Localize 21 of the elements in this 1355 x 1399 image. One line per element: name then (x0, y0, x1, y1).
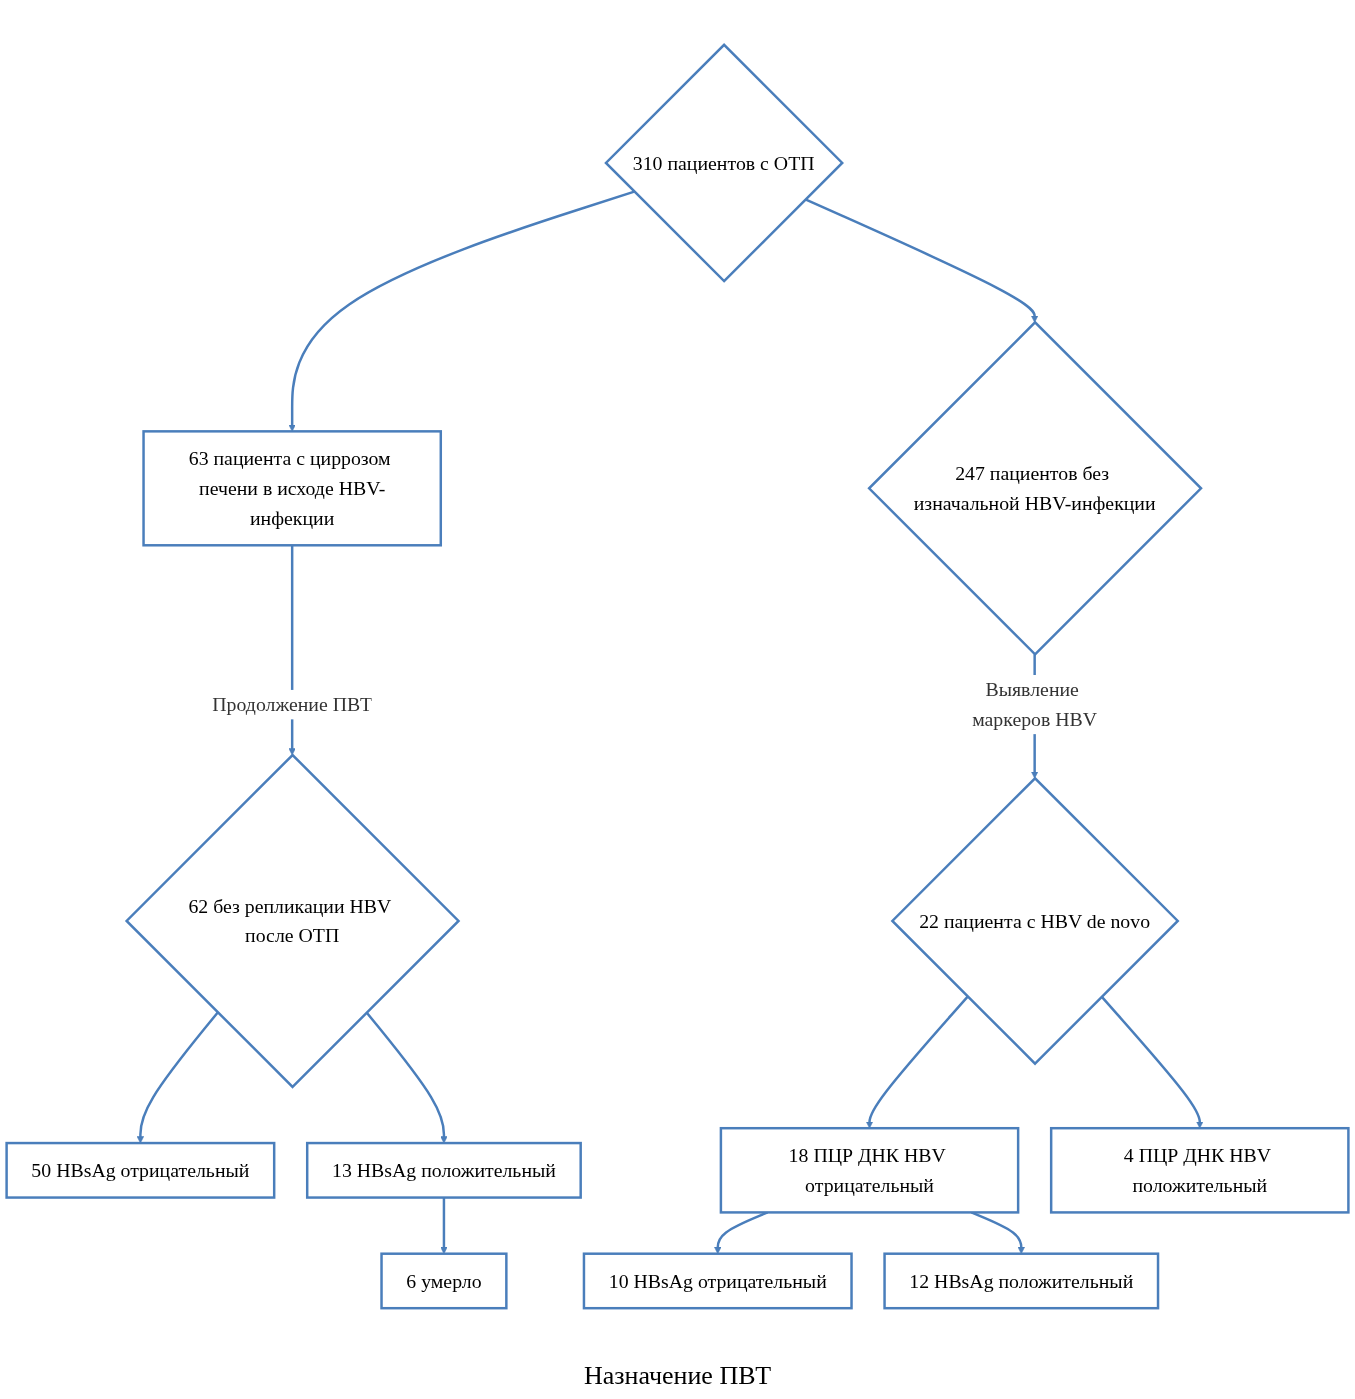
note-text: Назначение ПВТ (583, 1361, 772, 1391)
node-box: 12 HBsAg положительный (883, 1252, 1160, 1310)
arrow (288, 190, 635, 432)
arrow (136, 1011, 219, 1144)
arrow (804, 198, 1039, 323)
node-box: 13 HBsAg положительный (305, 1141, 582, 1199)
node-diamond: 247 пациентов без изначальной HBV-инфекции (867, 320, 1203, 657)
node-box: 18 ПЦР ДНК HBV отрицательный (719, 1126, 1020, 1214)
arrow (1100, 995, 1204, 1129)
node-box: 63 пациента с циррозом печени в исходе HBV-инфекции (142, 430, 442, 547)
node-box: 6 умерло (380, 1252, 508, 1310)
node-diamond: 310 пациентов с ОТП (604, 43, 844, 283)
edge-label: Продолжение ПВТ (212, 693, 373, 716)
node-diamond: 62 без репликации HBV после ОТП (124, 753, 461, 1089)
node-box: 10 HBsAg отрицательный (582, 1252, 853, 1310)
node-box: 50 HBsAg отрицательный (5, 1141, 276, 1199)
arrow (365, 1011, 448, 1144)
node-diamond: 22 пациента с HBV de novo (890, 776, 1180, 1066)
node-box: 4 ПЦР ДНК HBV положительный (1049, 1126, 1350, 1214)
arrow (865, 995, 969, 1129)
edge-label: Выявление маркеров HBV (972, 679, 1098, 731)
